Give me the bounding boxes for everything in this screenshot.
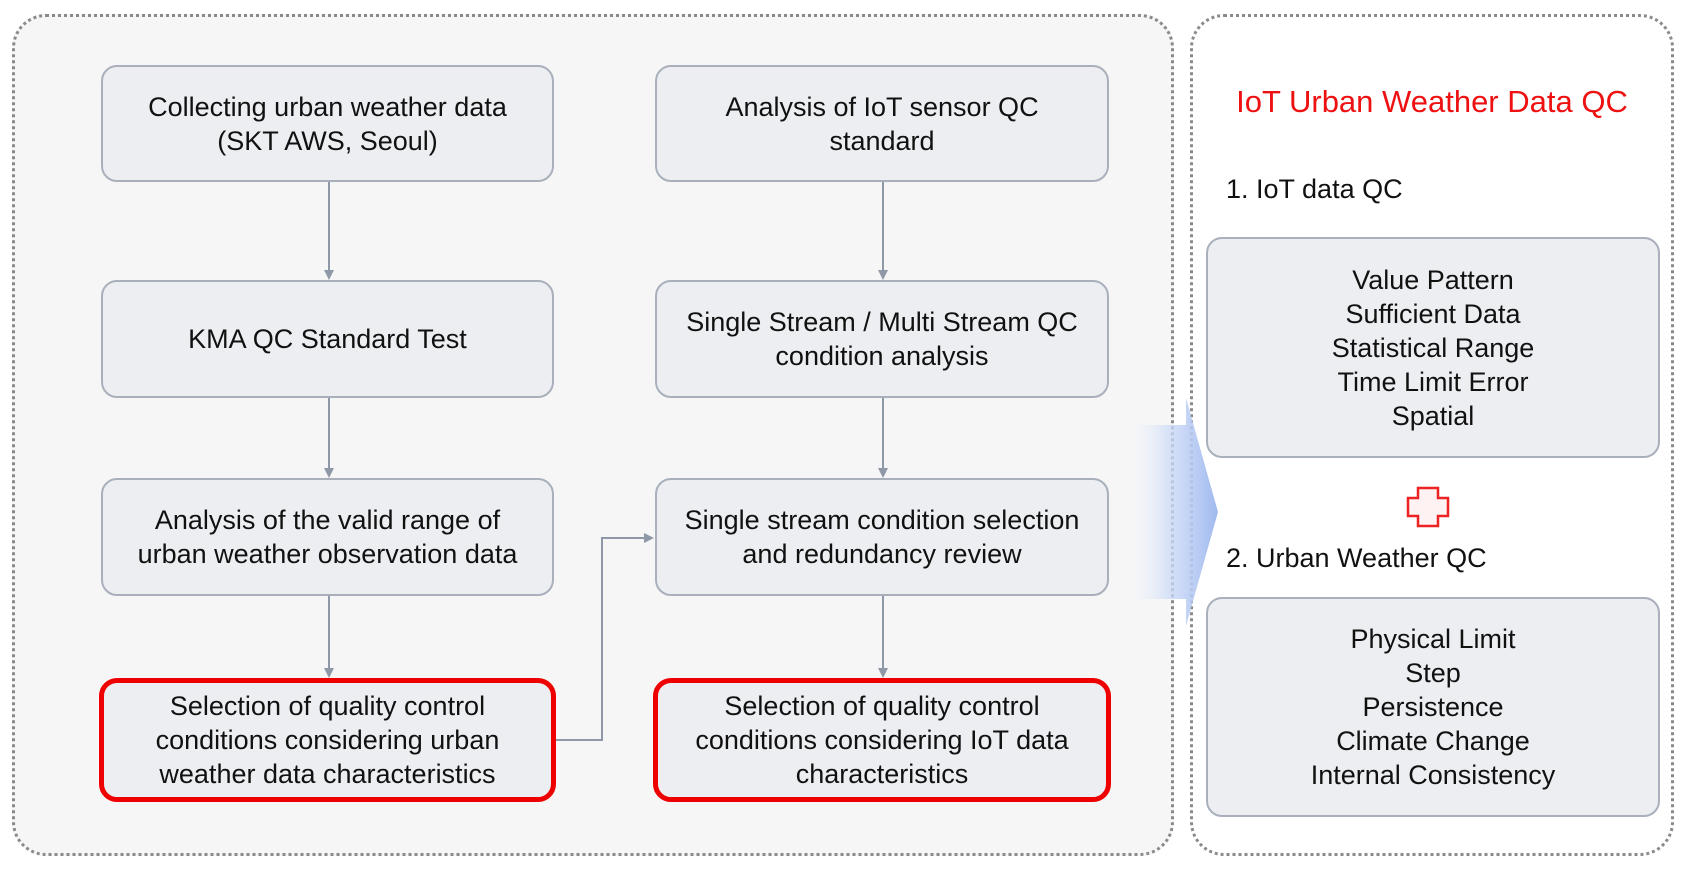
box-line: (SKT AWS, Seoul)	[217, 125, 438, 156]
step-single-stream-selection: Single stream condition selection and red…	[655, 478, 1109, 596]
iot-qc-item: Spatial	[1391, 400, 1475, 431]
box-line: condition analysis	[775, 341, 989, 371]
box-line: and redundancy review	[742, 539, 1022, 569]
box-line: Analysis of IoT sensor QC	[725, 91, 1039, 122]
iot-qc-item: Sufficient Data	[1345, 298, 1521, 329]
box-line: standard	[829, 125, 935, 156]
step-kma-qc-test: KMA QC Standard Test	[101, 280, 554, 398]
arrow-cross	[556, 533, 654, 741]
urban-qc-list: Physical Limit Step Persistence Climate …	[1206, 597, 1660, 817]
box-line: Single stream condition selection	[684, 505, 1080, 535]
urban-qc-item: Persistence	[1362, 692, 1504, 722]
box-line: characteristics	[795, 759, 969, 789]
box-line: weather data characteristics	[159, 759, 496, 789]
iot-qc-item: Value Pattern	[1352, 264, 1514, 295]
box-line: conditions considering IoT data	[695, 725, 1069, 755]
iot-qc-item: Time Limit Error	[1337, 366, 1529, 397]
section1-label: 1. IoT data QC	[1226, 174, 1403, 204]
step-select-iot-qc-conditions: Selection of quality control conditions c…	[653, 678, 1111, 802]
box-line: Single Stream / Multi Stream QC	[686, 307, 1078, 337]
urban-qc-item: Internal Consistency	[1310, 760, 1556, 790]
urban-qc-item: Step	[1405, 658, 1461, 688]
plus-icon	[1406, 486, 1450, 528]
step-stream-qc-analysis: Single Stream / Multi Stream QC condition…	[655, 280, 1109, 398]
section2-label: 2. Urban Weather QC	[1226, 543, 1487, 573]
box-line: Analysis of the valid range of	[154, 505, 501, 535]
big-arrow-icon	[1120, 398, 1218, 626]
qc-title: IoT Urban Weather Data QC	[1236, 84, 1628, 119]
box-line: Selection of quality control	[169, 691, 486, 721]
urban-qc-item: Physical Limit	[1350, 624, 1516, 654]
urban-qc-item: Climate Change	[1336, 726, 1530, 756]
step-collect-data: Collecting urban weather data(SKT AWS, S…	[101, 65, 554, 182]
box-line: urban weather observation data	[137, 539, 518, 569]
flow-arrows	[324, 182, 888, 741]
box-line: conditions considering urban	[155, 725, 500, 755]
box-line: Selection of quality control	[724, 691, 1040, 721]
step-select-urban-qc-conditions: Selection of quality control conditions c…	[99, 678, 556, 802]
iot-qc-list: Value Pattern Sufficient Data Statistica…	[1206, 237, 1660, 458]
step-valid-range-analysis: Analysis of the valid range of urban weat…	[101, 478, 554, 596]
box-line: KMA QC Standard Test	[188, 324, 467, 354]
box-line: Collecting urban weather data	[148, 91, 507, 122]
iot-qc-item: Statistical Range	[1331, 332, 1535, 363]
